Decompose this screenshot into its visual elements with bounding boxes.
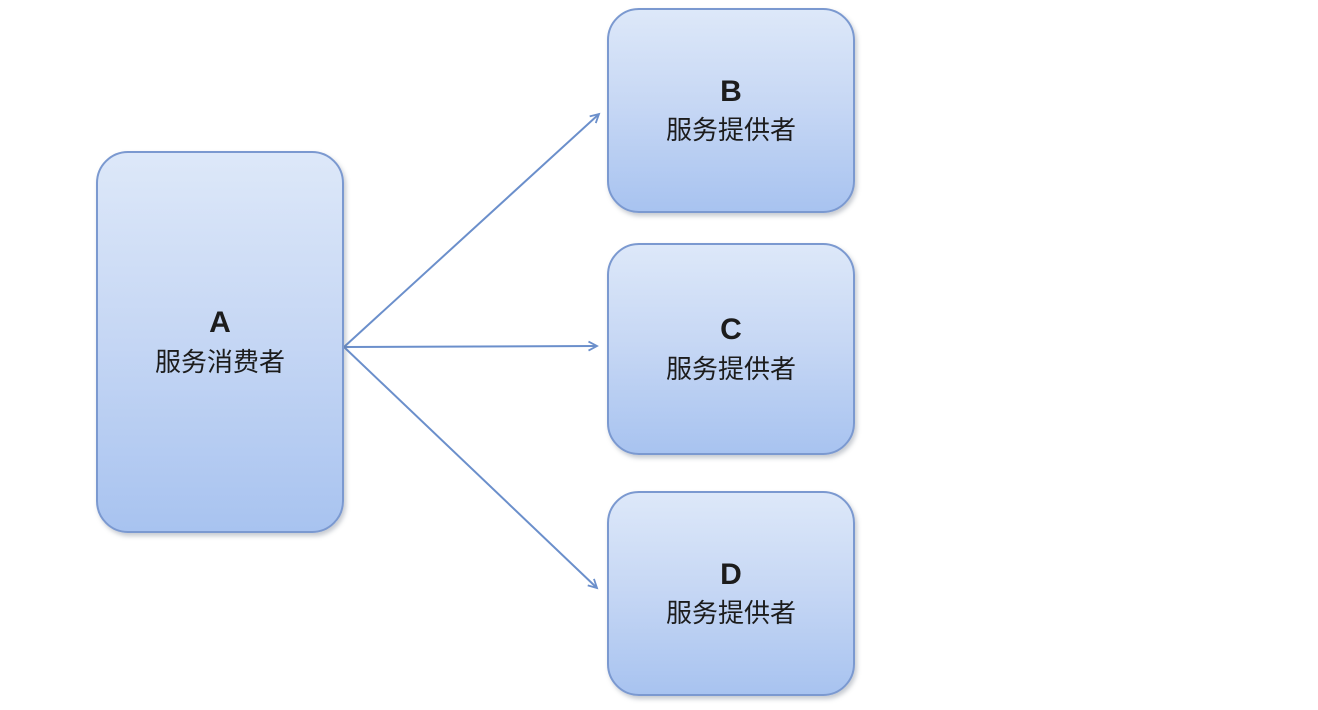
edge-A-to-D: [343, 346, 599, 590]
node-title: C: [720, 313, 742, 347]
node-title: D: [720, 557, 742, 591]
node-C: C 服务提供者: [607, 243, 855, 455]
node-D: D 服务提供者: [607, 491, 855, 696]
node-A: A 服务消费者: [96, 151, 344, 533]
node-subtitle: 服务提供者: [665, 115, 796, 146]
node-subtitle: 服务提供者: [665, 353, 796, 384]
node-title: B: [720, 74, 742, 108]
edge-A-to-B: [343, 112, 601, 348]
node-subtitle: 服务消费者: [154, 346, 285, 377]
node-subtitle: 服务提供者: [665, 598, 796, 629]
node-title: A: [209, 306, 231, 340]
node-B: B 服务提供者: [607, 8, 855, 213]
edge-A-to-C: [343, 340, 599, 352]
